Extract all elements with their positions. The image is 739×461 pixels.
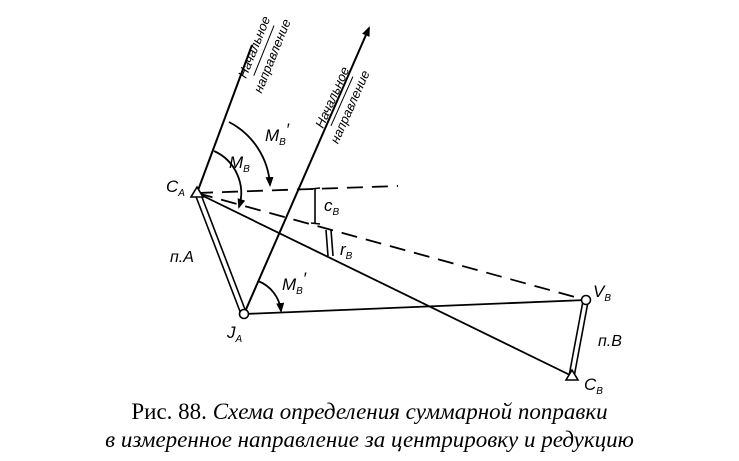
label-ca: CA	[166, 177, 185, 199]
initial-direction-line-left	[196, 44, 253, 194]
diagram: CA JA VB CB п.А п.В MB′ MB MB′ cB rB Нач…	[166, 14, 622, 397]
rb-angle-bar-1	[325, 229, 329, 257]
initial-direction-line-right	[243, 26, 370, 315]
label-vb: VB	[593, 282, 611, 304]
angle-arc-mb-prime-top	[228, 121, 274, 187]
label-cb: CB	[584, 375, 603, 397]
segment-pb-outer	[568, 300, 584, 377]
point-cb-triangle	[564, 368, 580, 381]
label-pa: п.А	[170, 249, 194, 266]
label-mb-prime-bottom: MB′	[282, 269, 307, 297]
label-mb-prime-top: MB′	[265, 120, 290, 148]
dashed-line-to-vb	[196, 192, 587, 301]
caption-number: Рис. 88.	[131, 399, 207, 424]
initial-direction-left-underline	[253, 25, 275, 76]
label-pb: п.В	[598, 333, 622, 350]
angle-arc-mb-prime-bottom	[257, 280, 285, 313]
line-ja-vb	[243, 299, 587, 315]
segment-pa-outer	[194, 193, 242, 315]
label-ja: JA	[226, 323, 243, 345]
point-vb-circle	[580, 294, 592, 306]
line-ca-cb	[196, 192, 573, 377]
caption-title-line-1: Схема определения суммарной поправки	[212, 399, 608, 424]
segment-pb-inner	[573, 301, 589, 378]
caption-title-line-2: в измеренное направление за центрировку …	[105, 427, 634, 452]
label-mb: MB	[229, 153, 250, 175]
figure-caption: Рис. 88. Схема определения суммарной поп…	[0, 398, 739, 454]
label-cb-angle: cB	[324, 196, 340, 218]
angle-arc-mb	[213, 150, 246, 209]
cb-angle-bar-top	[310, 187, 321, 190]
dashed-line-horizontal	[196, 185, 399, 194]
initial-direction-right-underline	[330, 76, 354, 127]
segment-pa-inner	[199, 191, 247, 313]
label-rb-angle: rB	[340, 240, 353, 262]
rb-angle-bar-2	[330, 229, 334, 257]
point-ca-triangle	[189, 185, 205, 198]
point-ja-circle	[238, 308, 250, 320]
caption-line-1: Рис. 88. Схема определения суммарной поп…	[0, 398, 739, 426]
cb-angle-bar-bottom	[310, 222, 321, 225]
